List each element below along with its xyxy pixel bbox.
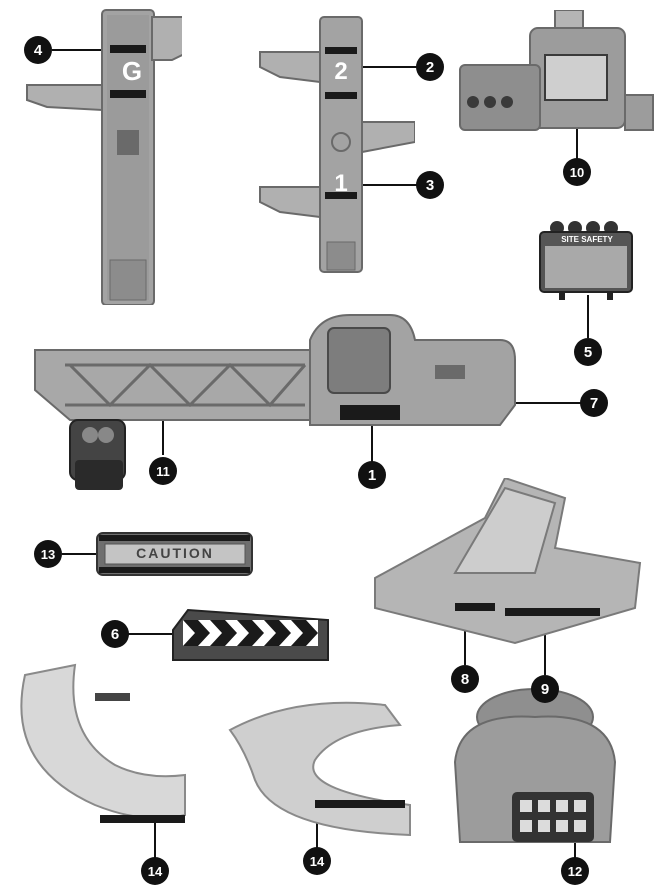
callout-6: 6: [101, 620, 129, 648]
callout-14-right: 14: [303, 847, 331, 875]
callout-13: 13: [34, 540, 62, 568]
callout-14-left: 14: [141, 857, 169, 885]
callout-12: 12: [561, 857, 589, 885]
floor-label-g: G: [121, 56, 143, 86]
floor-label-2: 2: [334, 58, 348, 85]
callout-8: 8: [451, 665, 479, 693]
safety-board-title: SITE SAFETY: [561, 235, 613, 244]
callout-2: 2: [416, 53, 444, 81]
callout-10: 10: [563, 158, 591, 186]
ramp-base: [374, 478, 642, 645]
callout-11: 11: [149, 457, 177, 485]
truck-cab-boom: [34, 314, 516, 490]
rotating-base: [453, 688, 617, 843]
callout-7: 7: [580, 389, 608, 417]
callout-5: 5: [574, 338, 602, 366]
callout-1: 1: [358, 461, 386, 489]
site-safety-board: [539, 221, 633, 300]
floor-label-1: 1: [334, 170, 348, 197]
curved-track-right: [228, 701, 411, 837]
callout-4: 4: [24, 36, 52, 64]
callout-9: 9: [531, 675, 559, 703]
pillar-ground-floor: [26, 9, 182, 305]
pillar-upper-floors: [259, 16, 415, 273]
caution-sign: [96, 532, 253, 576]
control-console: [459, 10, 654, 131]
callout-3: 3: [416, 171, 444, 199]
caution-sign-text: CAUTION: [136, 545, 214, 561]
chevron-barrier: [172, 608, 329, 661]
curved-track-left: [20, 663, 186, 823]
